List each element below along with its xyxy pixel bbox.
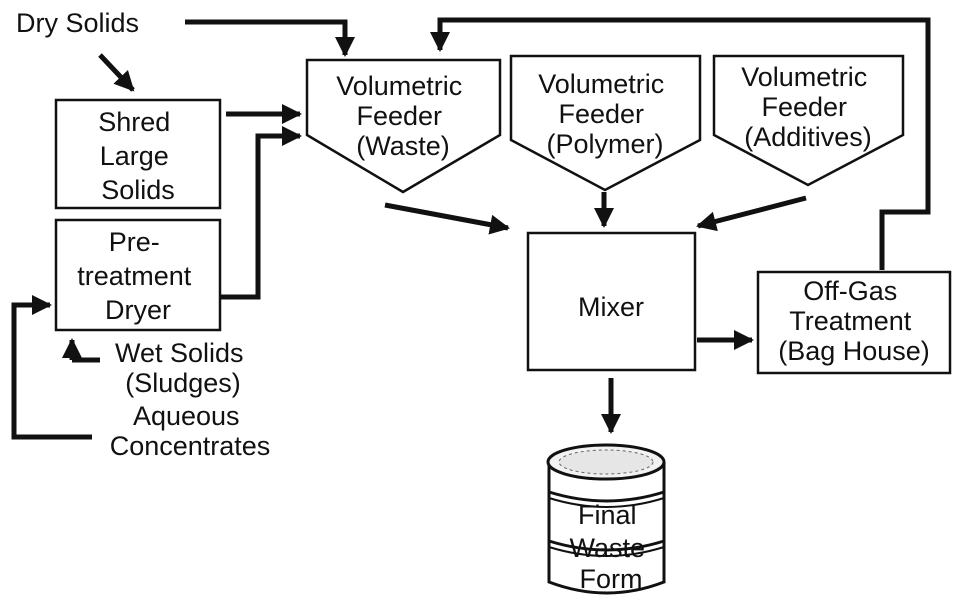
- offgas-treatment-label: Off-Gas Treatment (Bag House): [778, 276, 930, 366]
- dry-solids-to-shred-arrow: [98, 53, 135, 92]
- wet-solids-label: Wet Solids (Sludges): [115, 338, 251, 398]
- aqueous-to-dryer-arrow: [11, 295, 92, 440]
- pretreatment-dryer-label: Pre- treatment Dryer: [77, 227, 199, 325]
- aqueous-concentrates-label: Aqueous Concentrates: [110, 401, 271, 461]
- shred-box: [54, 98, 222, 210]
- feeder-waste-hopper: [305, 58, 502, 194]
- shred-label: Shred Large Solids: [98, 107, 178, 205]
- feeder-additives-label: Volumetric Feeder (Additives): [741, 62, 875, 152]
- feeder-waste-label: Volumetric Feeder (Waste): [336, 71, 470, 161]
- dry-solids-label: Dry Solids: [16, 8, 139, 38]
- offgas-treatment-box: [756, 270, 952, 375]
- feeder-polymer-label: Volumetric Feeder (Polymer): [538, 69, 672, 159]
- dryer-to-feeder-arrow: [220, 126, 302, 300]
- feeder-polymer-hopper: [509, 54, 702, 192]
- mixer-label: Mixer: [578, 292, 644, 322]
- final-waste-form-label: Final Waste Form: [569, 500, 652, 594]
- feeder-waste-to-mixer-arrow: [384, 202, 510, 235]
- waste-drum-icon: [546, 443, 666, 595]
- pretreatment-dryer-box: [54, 218, 222, 332]
- offgas-recycle-arrow: [430, 17, 931, 270]
- dry-solids-to-feeder-arrow: [185, 19, 355, 57]
- mixer-box: [526, 231, 697, 372]
- feeder-additives-hopper: [712, 54, 905, 187]
- feeder-additives-to-mixer-arrow: [696, 195, 807, 232]
